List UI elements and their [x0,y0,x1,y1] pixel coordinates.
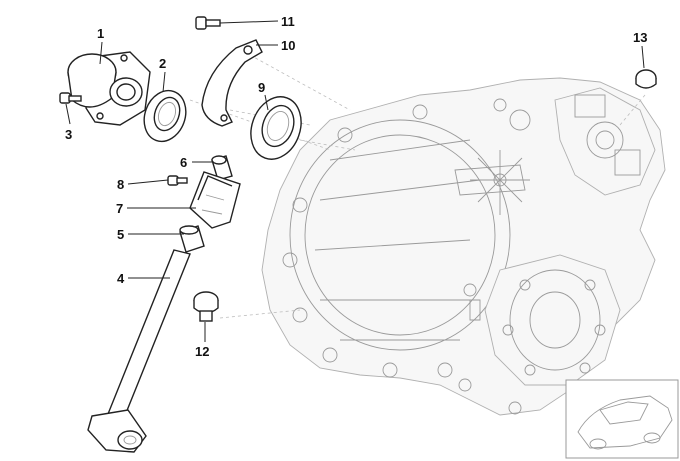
callout-7: 7 [116,201,123,216]
callout-1: 1 [97,26,104,41]
leader-lines [65,20,645,342]
gearbox-housing [261,77,666,416]
callout-10: 10 [281,38,295,53]
part-bolt-11 [195,16,221,30]
callout-4: 4 [117,271,125,286]
callout-3: 3 [65,127,72,142]
part-plug [635,69,657,89]
part-shaft-seal-small [143,89,187,143]
callout-6: 6 [180,155,187,170]
part-bracket [201,39,263,127]
callout-12: 12 [195,344,209,359]
part-screw-3 [59,92,82,104]
part-release-shaft [87,249,191,453]
callout-2: 2 [159,56,166,71]
part-shaft-seal-large [250,96,302,160]
part-bushing-upper [211,155,233,181]
vehicle-inset [565,379,679,459]
part-release-fork [189,171,241,229]
callout-9: 9 [258,80,265,95]
part-bushing-lower [179,225,205,253]
callout-13: 13 [633,30,647,45]
callout-5: 5 [117,227,124,242]
callout-labels: 1 2 3 4 5 6 7 8 9 10 11 12 13 [65,14,647,359]
callout-8: 8 [117,177,124,192]
part-bolt-12 [193,291,219,322]
callout-11: 11 [281,14,295,29]
part-screw-8 [167,175,188,186]
part-guide-sleeve [67,51,151,126]
